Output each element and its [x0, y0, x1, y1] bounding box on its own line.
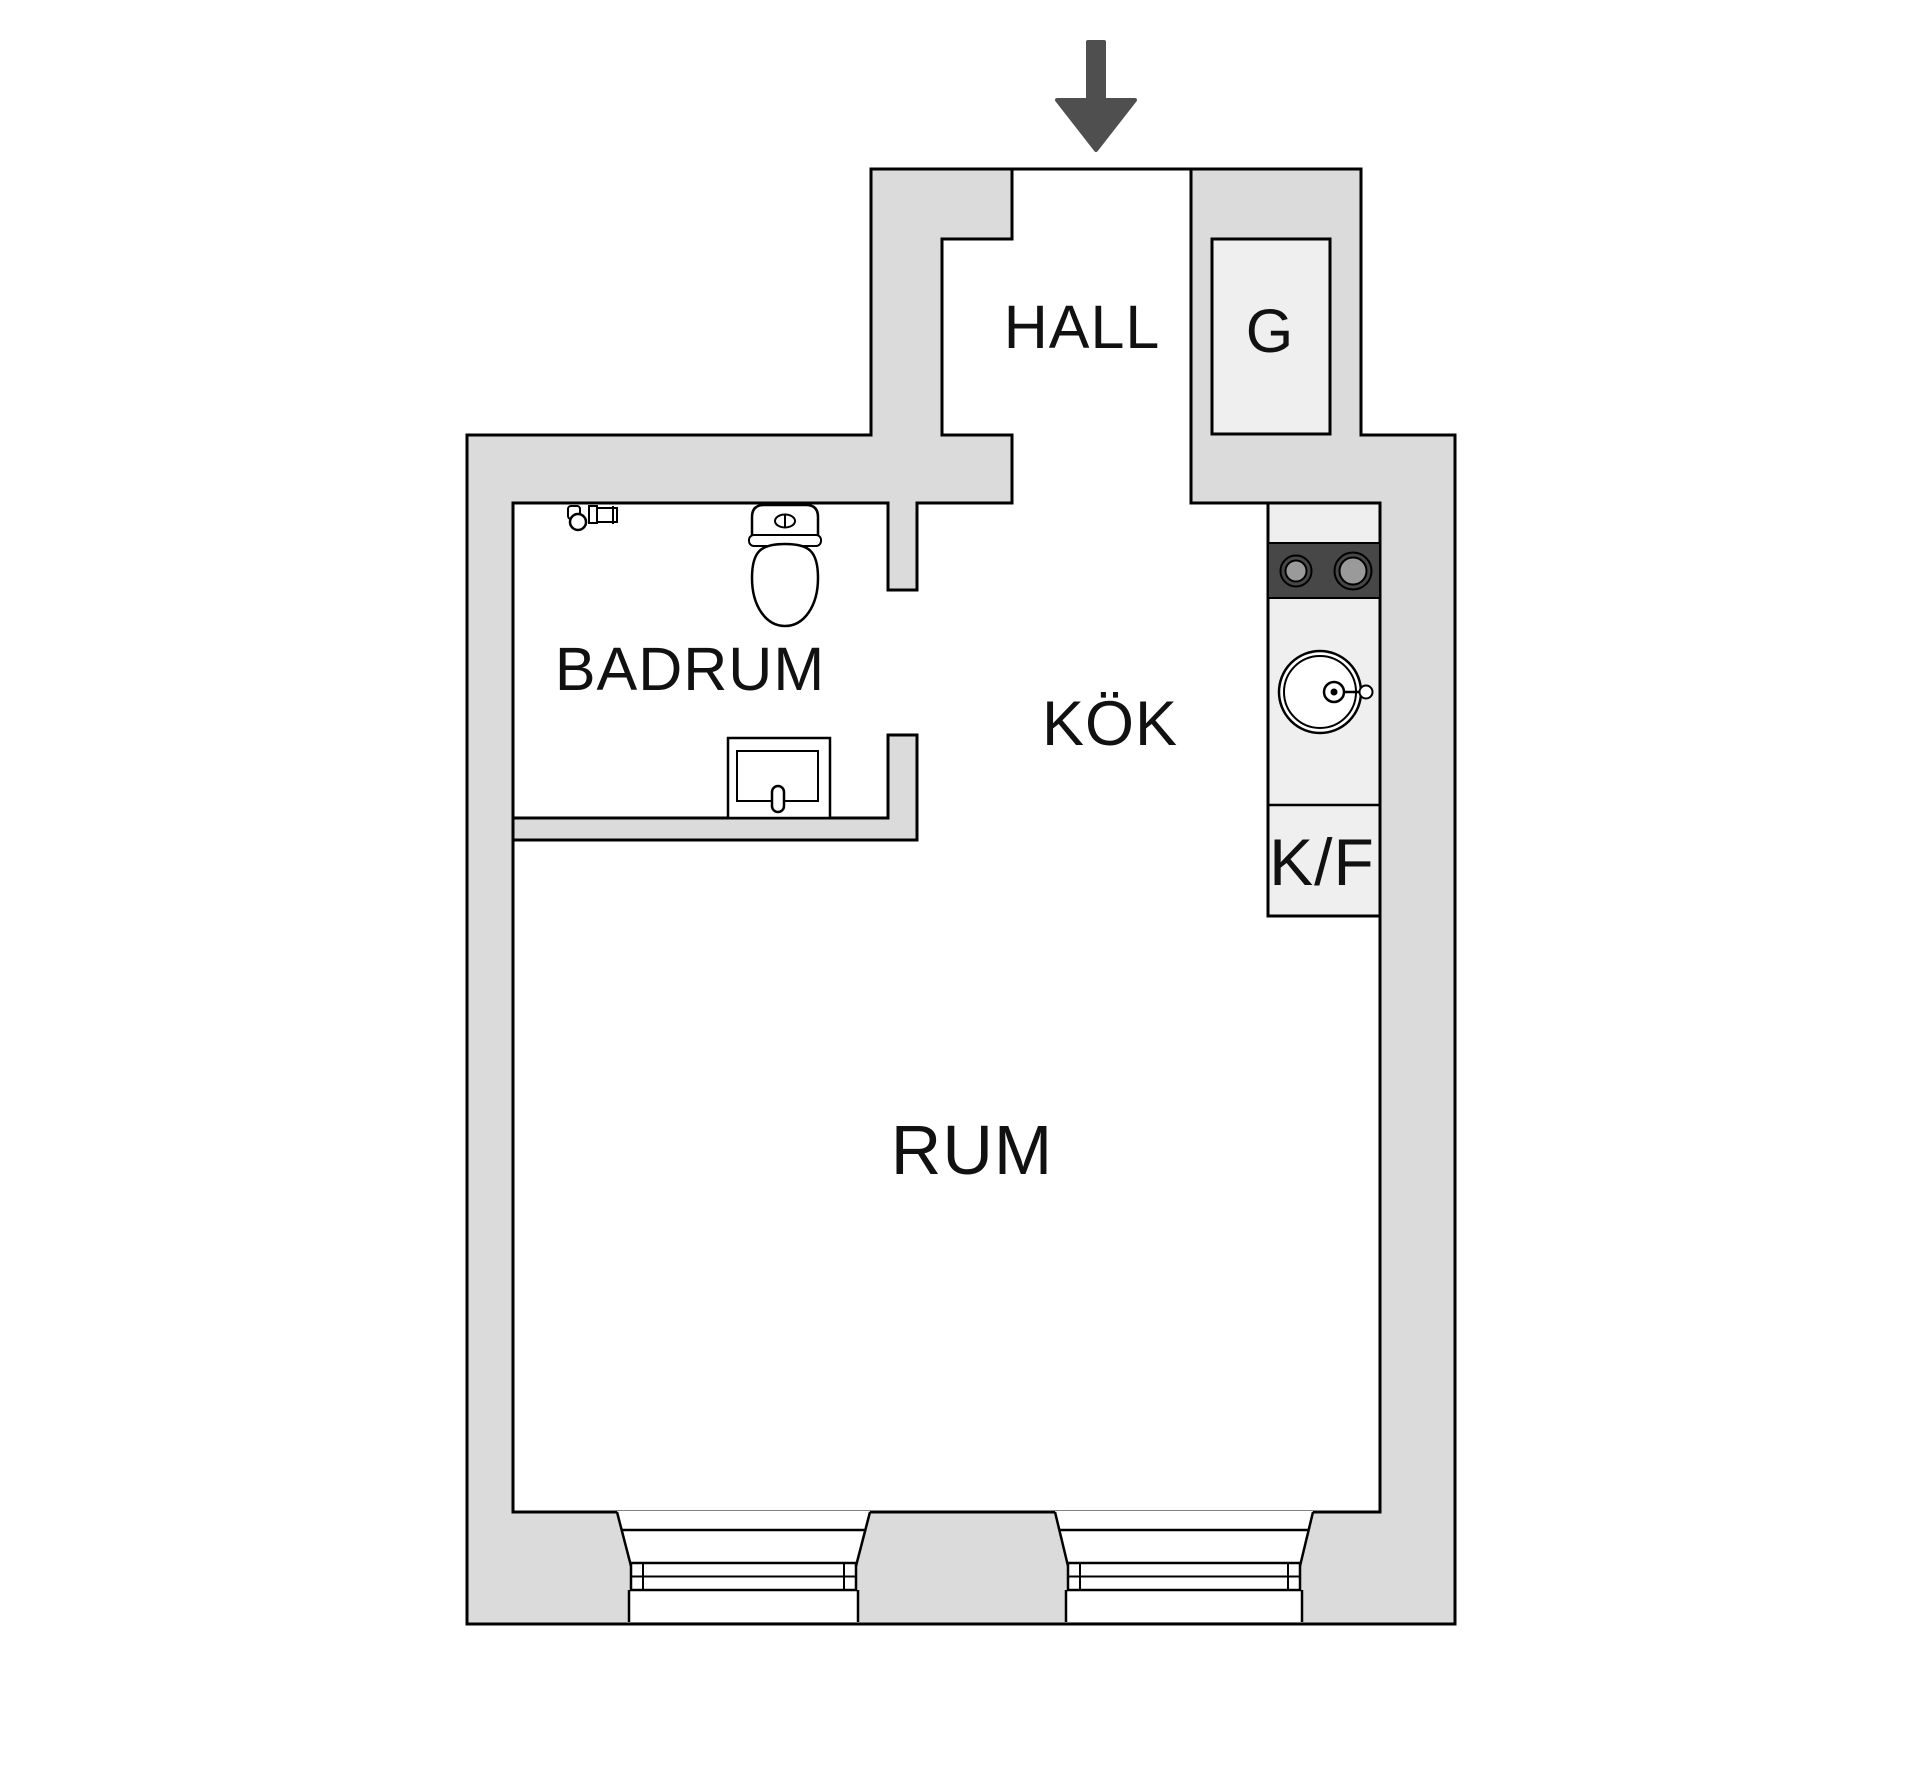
label-kitchen: KÖK: [1042, 689, 1178, 759]
label-wardrobe: G: [1246, 297, 1294, 365]
window-right-reveal-b: [1298, 1511, 1315, 1567]
label-room: RUM: [891, 1111, 1053, 1189]
corner-sink-column: [588, 505, 598, 524]
corner-sink-bowl: [568, 512, 588, 532]
entrance-arrow-head: [1055, 98, 1137, 152]
bathroom-corner-sink-icon: [567, 505, 618, 532]
window-right-reveal-a: [1053, 1511, 1070, 1567]
toilet-bowl: [750, 542, 820, 628]
entrance-arrow-shaft: [1086, 40, 1106, 102]
kitchen-sink-icon: [1277, 649, 1374, 735]
kitchen-counter: [1266, 501, 1382, 918]
label-hall: HALL: [1004, 293, 1161, 361]
burner-right-outer: [1333, 551, 1373, 591]
entrance-arrow-icon: [1055, 40, 1137, 152]
window-left-reveal-a: [615, 1511, 633, 1567]
washbasin-tap: [770, 784, 786, 814]
window-right: [1053, 1511, 1315, 1622]
window-left: [615, 1511, 872, 1622]
burner-left-inner: [1284, 559, 1308, 583]
window-left-reveal-b: [854, 1511, 872, 1567]
burner-left-outer: [1279, 554, 1313, 588]
label-fridge-freezer: K/F: [1269, 825, 1375, 899]
toilet-icon: [748, 503, 822, 628]
wardrobe-cabinet: [1210, 237, 1332, 436]
label-bathroom: BADRUM: [555, 635, 825, 703]
sink-faucet-knob: [1358, 684, 1374, 700]
burner-right-inner: [1338, 556, 1368, 586]
washbasin-icon: [726, 736, 832, 820]
sink-faucet-dot: [1330, 688, 1338, 696]
